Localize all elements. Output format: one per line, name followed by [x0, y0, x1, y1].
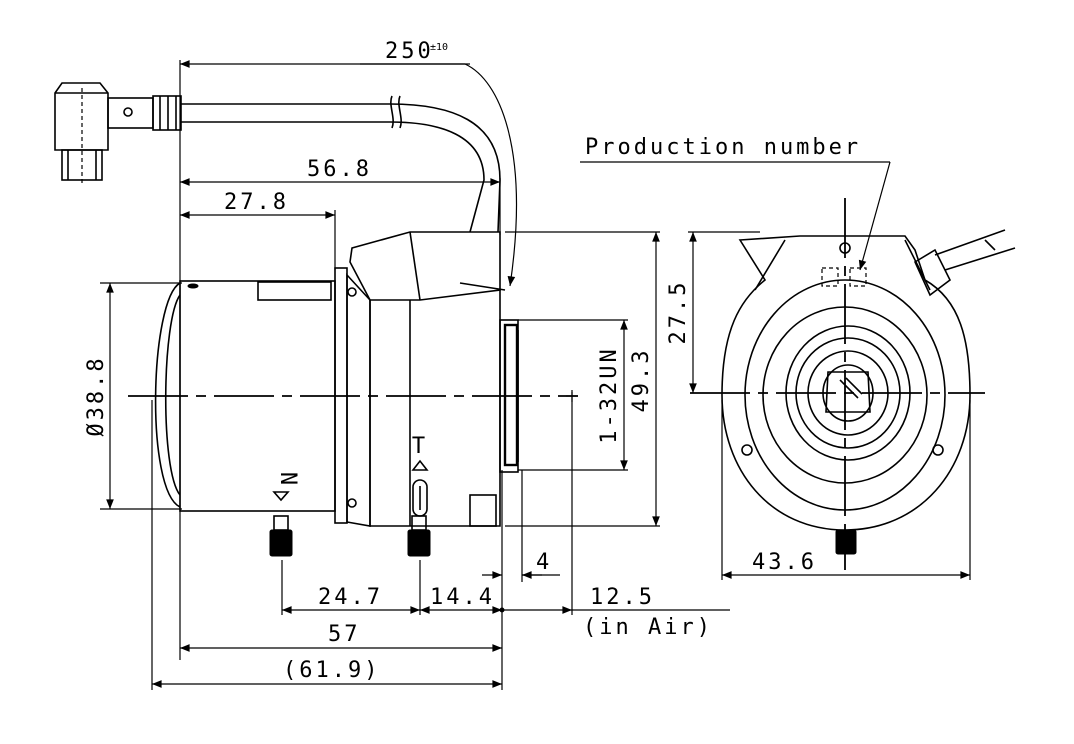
dim-knob-to-mount: 14.4 [430, 585, 495, 610]
dim-cable-tolerance: ±10 [430, 42, 448, 53]
dimension-labels: 250 ±10 Production number 56.8 27.8 Ø38.… [84, 39, 861, 683]
zoom-mark: N [275, 472, 300, 488]
dimension-lines [100, 60, 971, 690]
dim-flange-depth: 4 [536, 550, 552, 575]
production-number-label: Production number [585, 135, 861, 160]
dim-knob-spacing: 24.7 [318, 585, 383, 610]
dim-body-length: 56.8 [307, 157, 372, 182]
dim-diameter: Ø38.8 [84, 355, 109, 436]
dim-width: 43.6 [752, 550, 817, 575]
dim-back-focus-note: (in Air) [583, 615, 713, 640]
dim-back-focus: 12.5 [590, 585, 655, 610]
dim-front-length: 27.8 [224, 190, 289, 215]
dim-half-height: 27.5 [666, 280, 691, 345]
cable-connector [54, 82, 182, 185]
dim-thread: 1-32UN [597, 346, 622, 443]
iris-mark: T [412, 434, 428, 459]
dim-cable-length: 250 [385, 39, 434, 64]
dim-height: 49.3 [629, 348, 654, 413]
lens-front-view [690, 198, 1016, 570]
dim-overall-length: 57 [328, 622, 361, 647]
dim-total-length: (61.9) [283, 658, 380, 683]
